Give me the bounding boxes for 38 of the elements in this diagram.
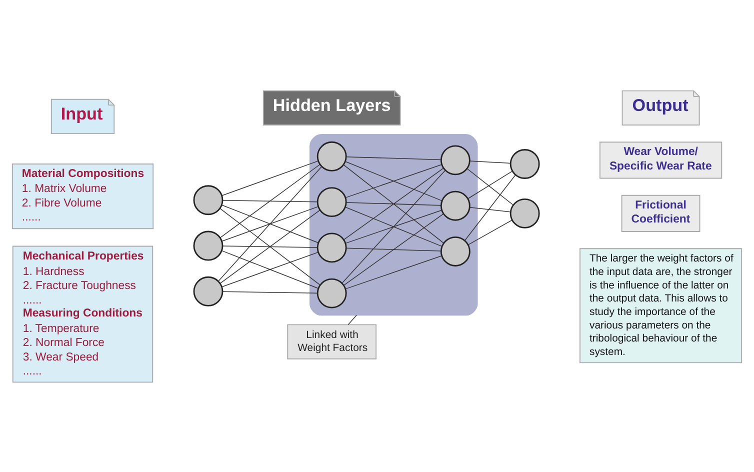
connector [469, 206, 511, 212]
node-circle [193, 276, 224, 306]
node-circle [193, 184, 224, 215]
connector [466, 168, 514, 205]
connector [222, 199, 318, 202]
node-box: Wear Volume/ Specific Wear Rate [599, 141, 722, 178]
node-circle [440, 236, 470, 266]
connector [346, 247, 442, 251]
connector [222, 290, 318, 293]
node-box: Linked with Weight Factors [287, 324, 377, 359]
node-circle [510, 148, 540, 178]
connector [345, 255, 442, 289]
node-circle [316, 232, 347, 262]
connector [342, 170, 446, 283]
connector [469, 160, 511, 164]
connector [467, 170, 513, 199]
node-circle [316, 278, 347, 308]
node-circle [193, 230, 224, 260]
node-circle [316, 140, 347, 171]
connector [348, 314, 357, 324]
connector [222, 160, 318, 196]
connector [468, 219, 512, 245]
node-box: Frictional Coefficient [621, 194, 700, 232]
connector [464, 174, 516, 240]
node-circle [316, 186, 347, 216]
node-circle [440, 144, 470, 175]
connector [222, 245, 318, 248]
node-circle [510, 198, 540, 228]
connector [218, 166, 322, 282]
node-box: The larger the weight factors of the input data are, the stronger is the influence of the latter on the output data. This allows to study the importance of the various parameters on the tribological behaviour of the system. [580, 248, 742, 363]
connector [346, 156, 442, 160]
cluster [310, 134, 478, 316]
connector [346, 202, 442, 206]
connector [220, 164, 320, 238]
node-box: Mechanical Properties 1. Hardness 2. Fracture Toughness ...... Measuring Conditions 1. Temperature 2. Normal Force 3. Wear Speed ...... [12, 245, 154, 382]
node-circle [440, 190, 470, 220]
connector [344, 213, 444, 286]
node-box: Material Compositions 1. Matrix Volume 2. Fibre Volume ...... [12, 163, 154, 229]
